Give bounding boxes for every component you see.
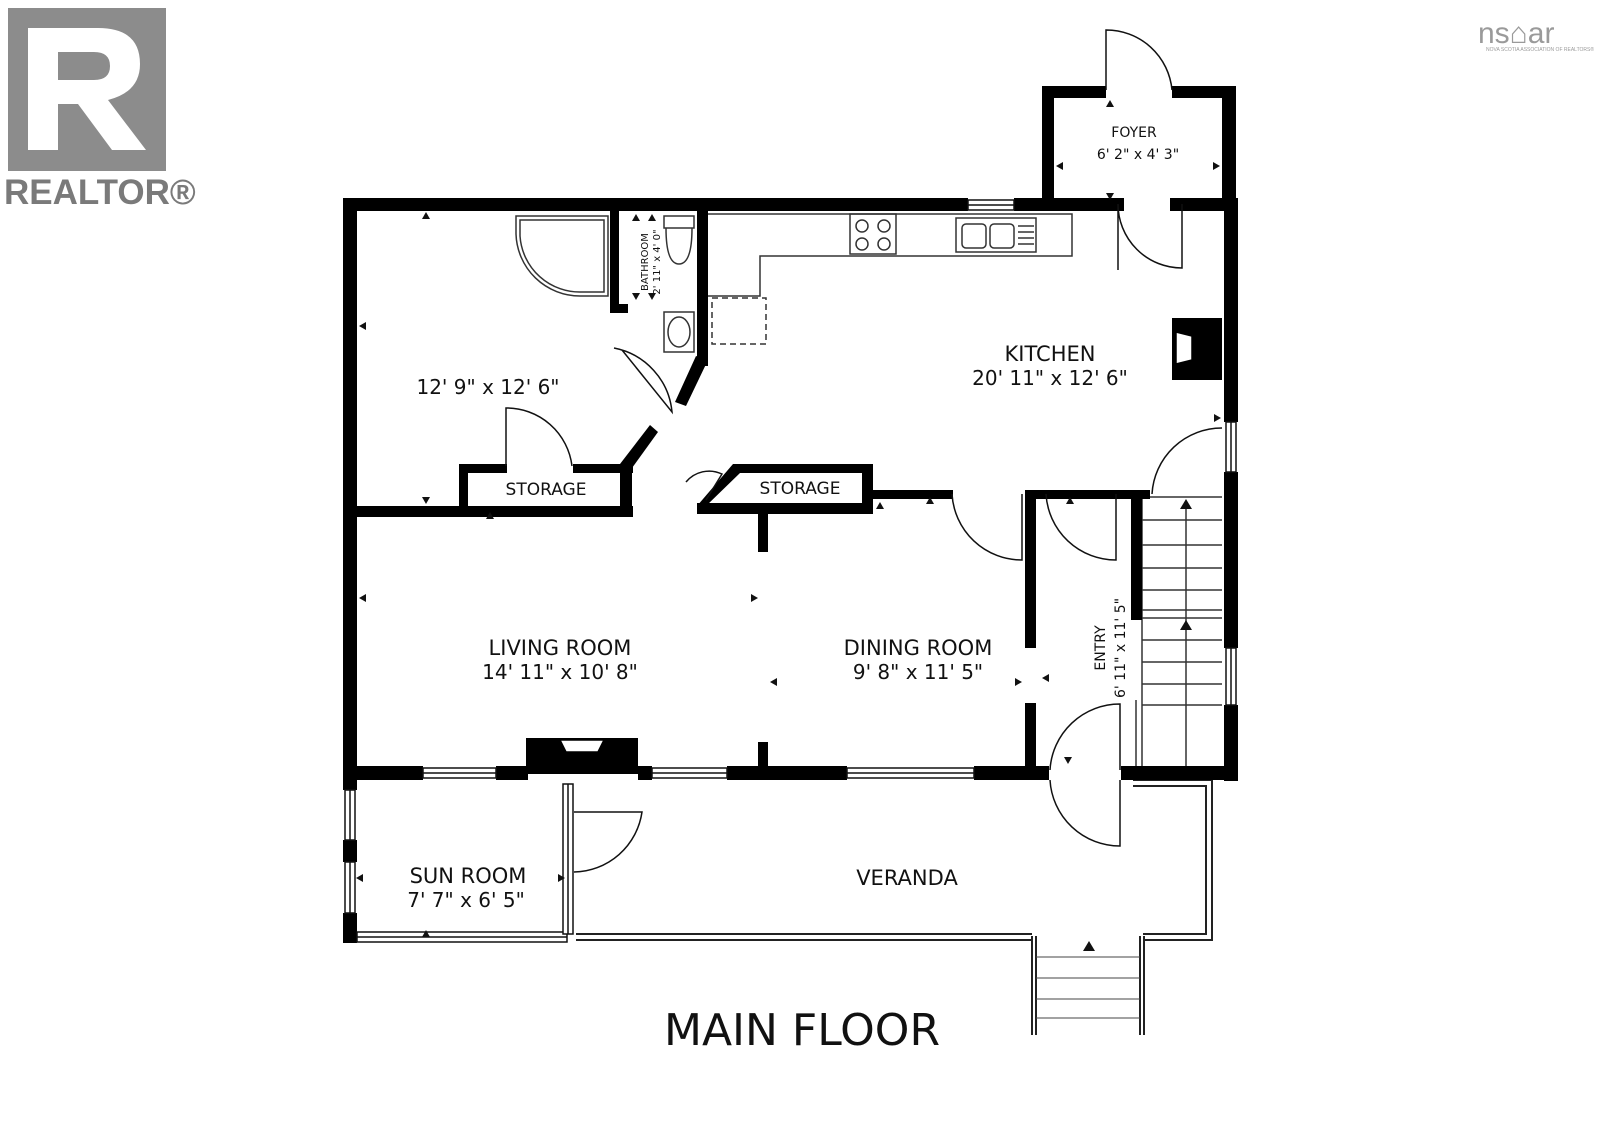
fireplace-icon: [558, 739, 606, 753]
veranda-outline: [576, 779, 1213, 1035]
walls: [343, 86, 1238, 943]
bathroom-name: BATHROOM: [640, 233, 651, 291]
floor-title: MAIN FLOOR: [664, 1005, 940, 1056]
living-dims: 14' 11" x 10' 8": [482, 660, 638, 684]
shower-icon: [515, 215, 609, 297]
realtor-logo: REALTOR®: [4, 8, 196, 212]
stove-icon: [849, 213, 897, 255]
kitchen-sink-icon: [955, 217, 1037, 253]
storage-left-name: STORAGE: [506, 480, 587, 500]
fixtures: [515, 213, 1073, 353]
foyer-name: FOYER: [1111, 125, 1157, 141]
bathroom-sink-icon: [663, 311, 695, 353]
foyer-dims: 6' 2" x 4' 3": [1097, 147, 1179, 163]
storage-right-name: STORAGE: [760, 479, 841, 499]
nsar-tagline: NOVA SCOTIA ASSOCIATION OF REALTORS®: [1486, 46, 1594, 53]
veranda-name: VERANDA: [856, 866, 958, 890]
dining-name: DINING ROOM: [844, 636, 993, 660]
windows: [344, 199, 1237, 943]
interior-stairs: [1135, 496, 1222, 769]
entry-name: ENTRY: [1093, 625, 1109, 671]
fridge-icon: [711, 297, 767, 345]
sunroom-dims: 7' 7" x 6' 5": [407, 888, 525, 912]
nsar-logo: ns⌂ar NOVA SCOTIA ASSOCIATION OF REALTOR…: [1478, 17, 1594, 53]
doors: [505, 29, 1223, 873]
kitchen-name: KITCHEN: [1005, 342, 1096, 366]
bathroom-dims: 2' 11" x 4' 0": [652, 229, 663, 294]
kitchen-fireplace-icon: [1175, 331, 1193, 365]
entry-dims: 6' 11" x 11' 5": [1113, 598, 1129, 698]
living-name: LIVING ROOM: [489, 636, 632, 660]
dining-dims: 9' 8" x 11' 5": [853, 660, 983, 684]
realtor-wordmark: REALTOR®: [4, 173, 196, 212]
toilet-icon: [663, 215, 695, 229]
sunroom-name: SUN ROOM: [410, 864, 527, 888]
room-labels: FOYER 6' 2" x 4' 3" 12' 9" x 12' 6" BATH…: [407, 125, 1179, 912]
kitchen-dims: 20' 11" x 12' 6": [972, 366, 1128, 390]
nsar-wordmark: ns⌂ar: [1478, 17, 1554, 50]
dimension-markers: [356, 100, 1221, 937]
rear-steps: [1036, 941, 1140, 1019]
realtor-r-icon: [28, 28, 146, 150]
door-foyer-exterior: [1105, 29, 1173, 91]
bedroom-dims: 12' 9" x 12' 6": [416, 375, 559, 399]
